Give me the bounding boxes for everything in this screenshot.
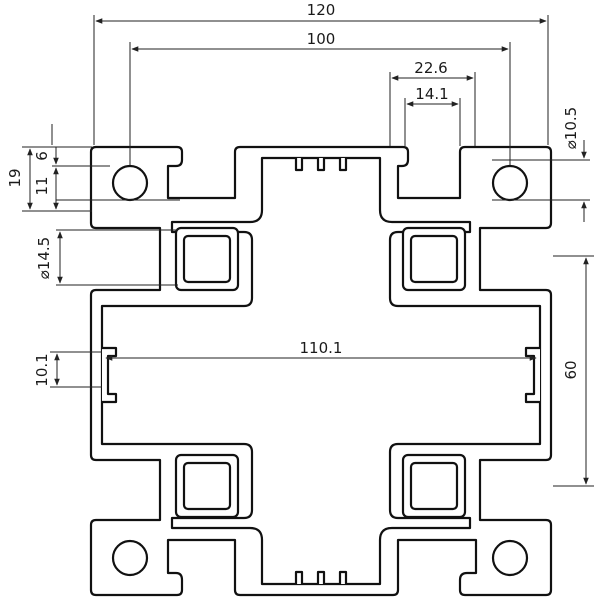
dimension-labels: 120 100 22.6 14.1 ⌀10.5 19 6 11 ⌀14.5 10… xyxy=(6,1,580,387)
channel-top-right xyxy=(401,226,467,292)
label-center-slot: 10.1 xyxy=(33,353,51,386)
label-corner-height: 19 xyxy=(6,168,24,187)
label-hole-diameter: ⌀10.5 xyxy=(562,107,580,149)
hole-top-right xyxy=(491,164,529,202)
label-hole-offset: 11 xyxy=(33,176,51,195)
label-slot-inner: 14.1 xyxy=(415,85,448,103)
hole-top-left xyxy=(111,164,149,202)
dimension-lines xyxy=(22,15,594,487)
label-center-width: 110.1 xyxy=(300,339,343,357)
hole-bottom-right xyxy=(491,539,529,577)
label-inner-span: 60 xyxy=(562,360,580,379)
channel-top-left xyxy=(174,226,240,292)
channel-bottom-left xyxy=(174,453,240,519)
label-overall-width: 120 xyxy=(307,1,336,19)
profile-outline xyxy=(89,145,553,597)
label-corner-offset: 6 xyxy=(33,151,51,161)
label-hole-pitch: 100 xyxy=(307,30,336,48)
label-channel-size: ⌀14.5 xyxy=(35,237,53,279)
channel-bottom-right xyxy=(401,453,467,519)
label-slot-outer: 22.6 xyxy=(414,59,447,77)
hole-bottom-left xyxy=(111,539,149,577)
